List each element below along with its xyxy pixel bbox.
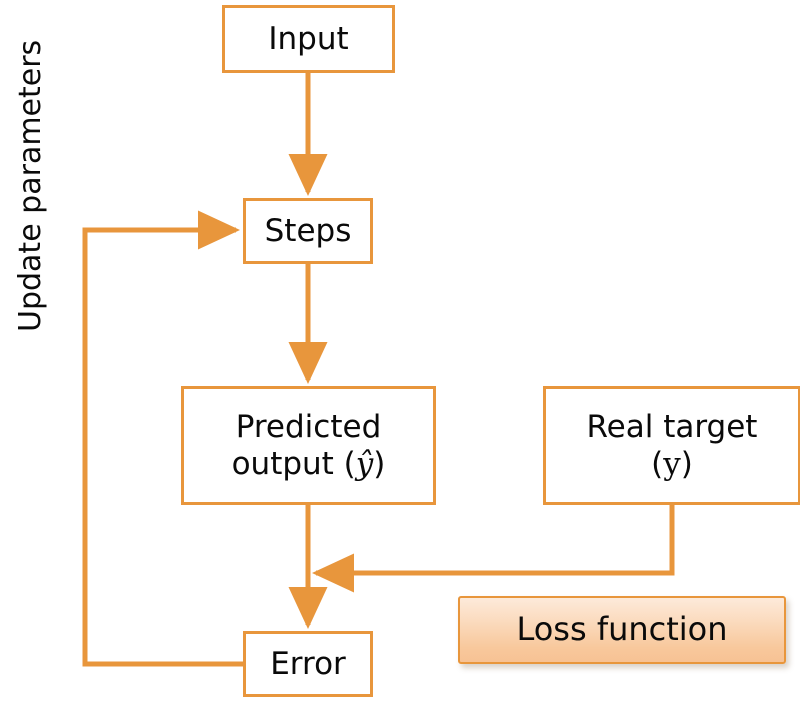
node-steps-label: Steps	[264, 212, 352, 249]
node-predicted-output-line2-prefix: output (	[231, 445, 356, 482]
node-loss-function[interactable]: Loss function	[458, 596, 786, 664]
update-parameters-text: Update parameters	[12, 39, 48, 332]
edge-error-to-steps-feedback	[82, 210, 243, 667]
node-predicted-output-line2-suffix: )	[373, 445, 386, 482]
node-real-target-line1: Real target	[586, 408, 758, 445]
node-steps[interactable]: Steps	[243, 198, 373, 264]
edge-real-target-to-error-path	[311, 505, 675, 593]
node-predicted-output-line1: Predicted	[235, 408, 382, 445]
node-real-target-label: Real target(y)	[587, 409, 758, 482]
node-loss-function-label: Loss function	[516, 610, 728, 649]
node-input[interactable]: Input	[222, 5, 395, 73]
node-error[interactable]: Error	[243, 631, 373, 697]
node-real-target-line2-suffix: )	[680, 445, 693, 482]
node-real-target[interactable]: Real target(y)	[543, 386, 800, 505]
node-real-target-line2-prefix: (	[651, 445, 664, 482]
node-real-target-variable: y	[663, 445, 681, 482]
node-error-label: Error	[270, 645, 346, 682]
node-input-label: Input	[268, 20, 349, 57]
node-predicted-output-variable: ŷ	[355, 445, 374, 482]
update-parameters-annotation: Update parameters	[8, 0, 52, 332]
